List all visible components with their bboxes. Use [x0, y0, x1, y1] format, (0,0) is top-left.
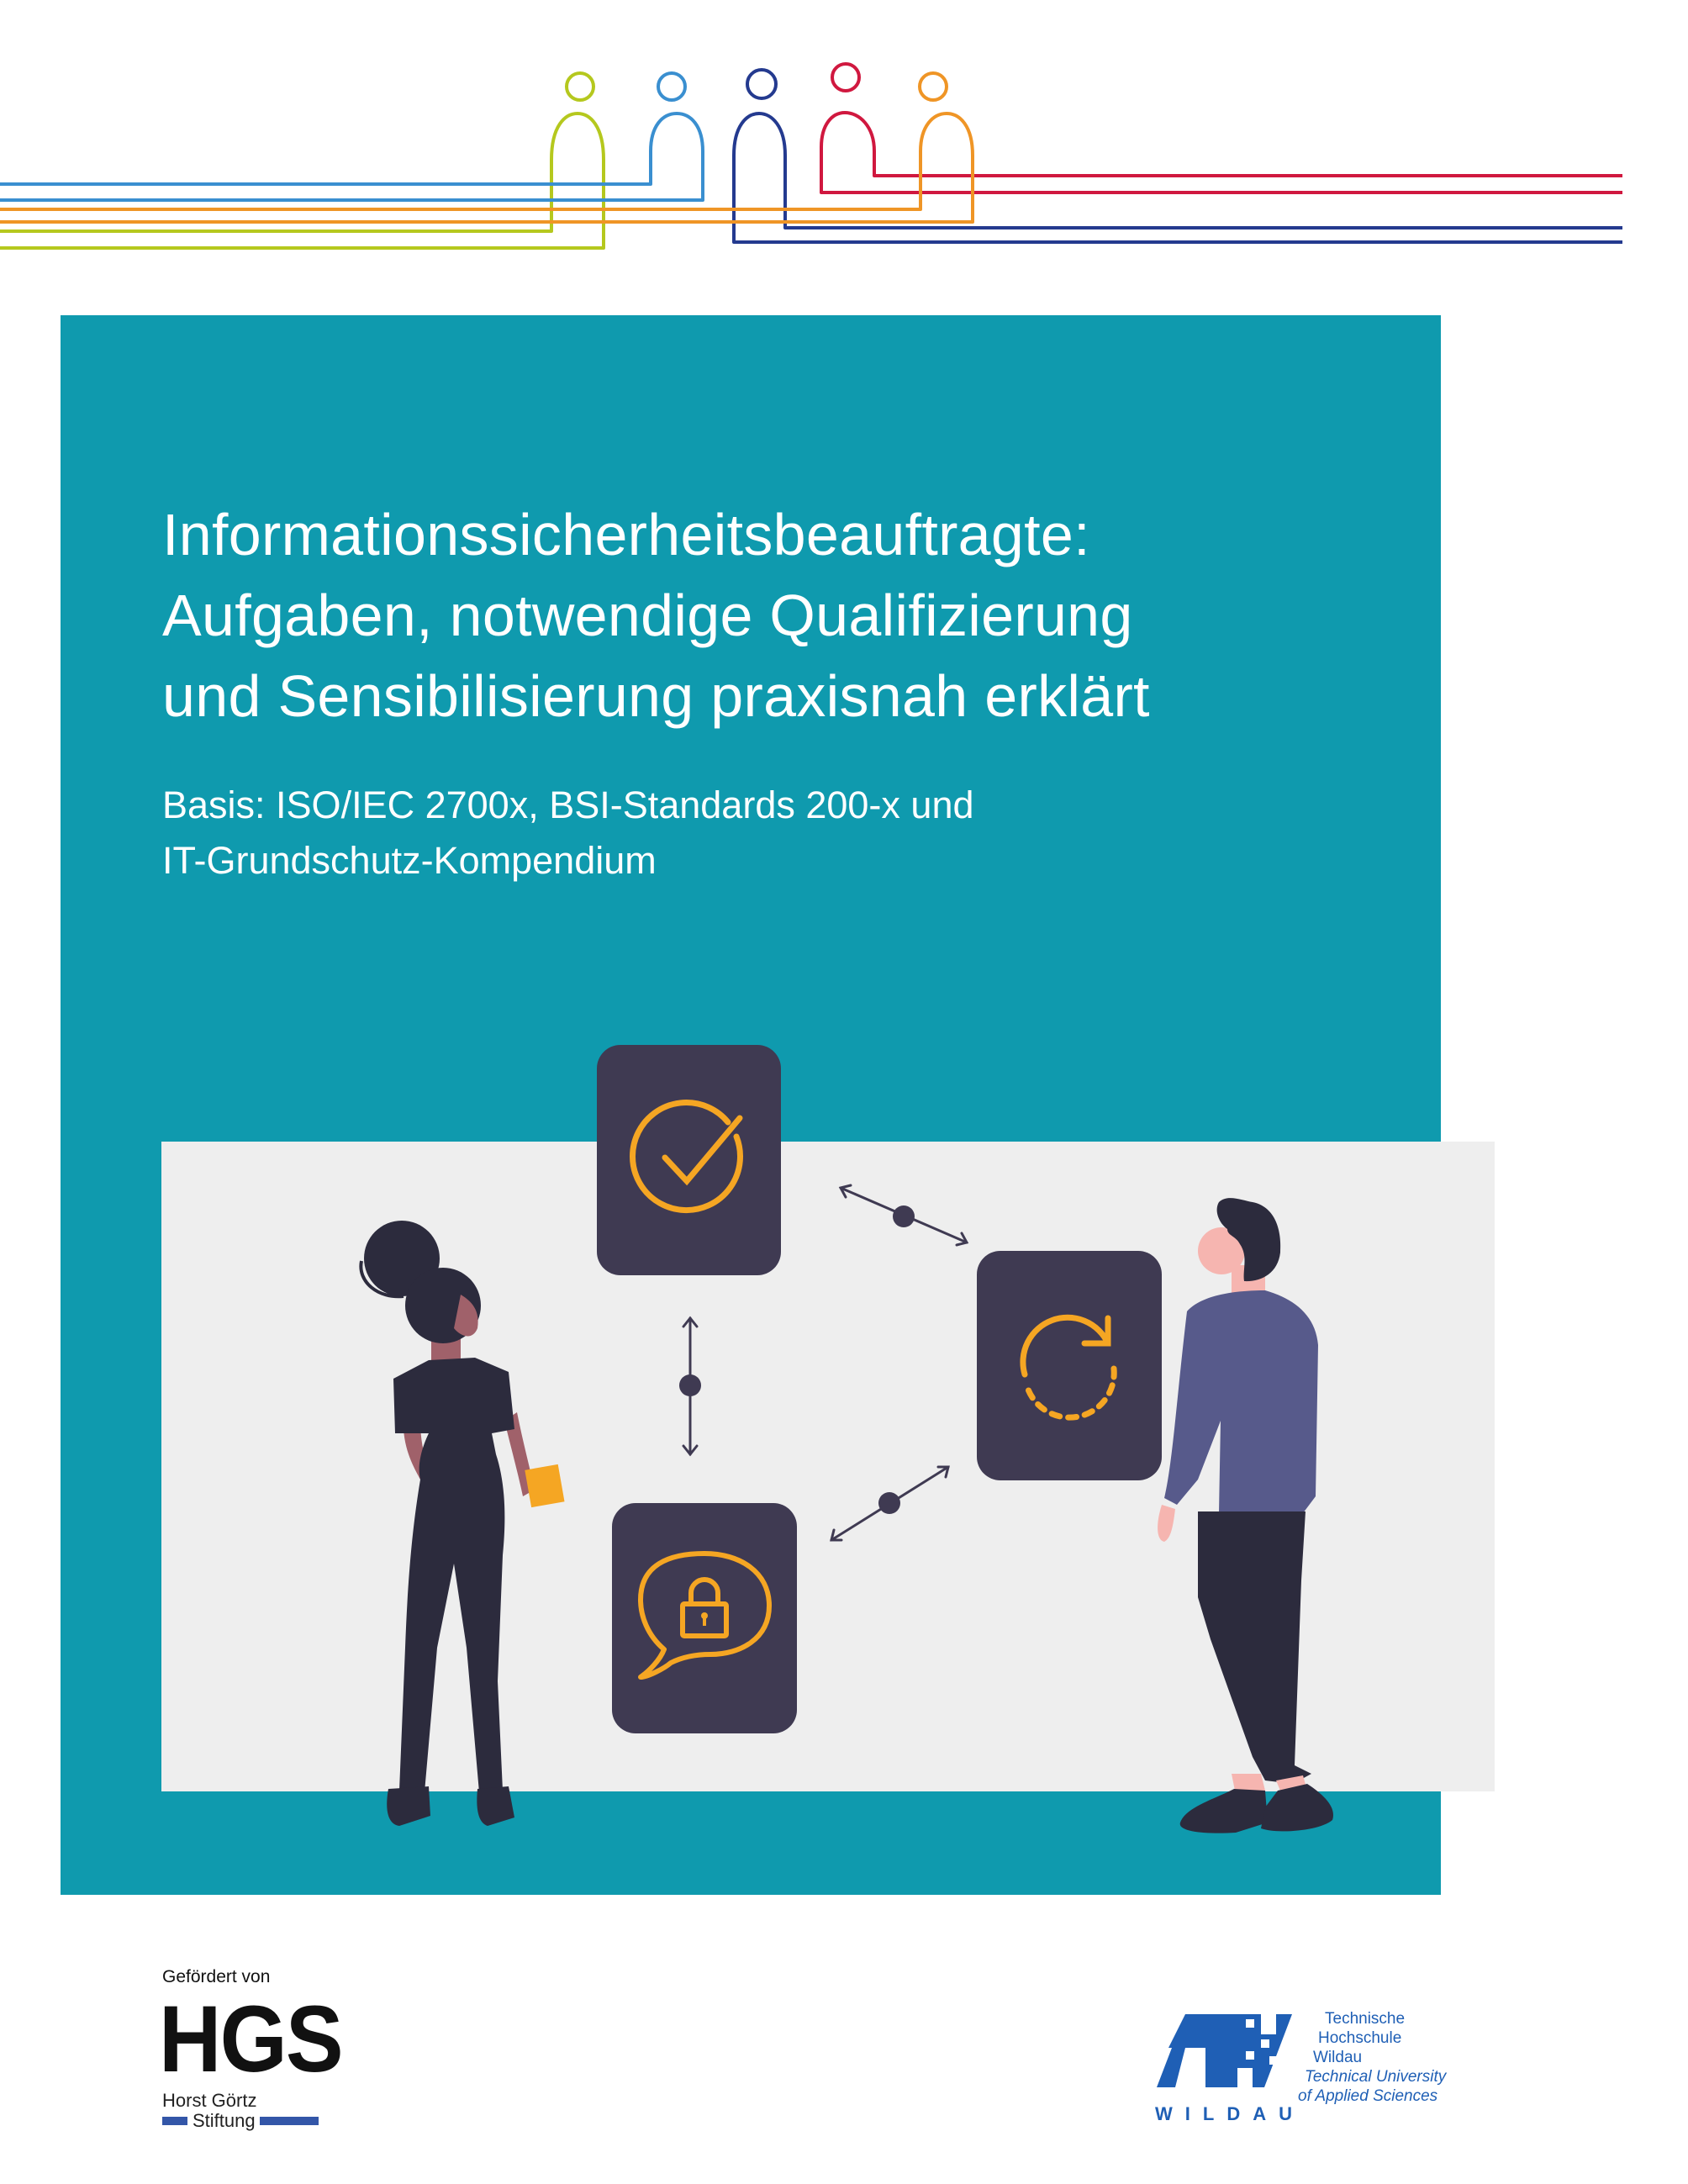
orange-person-icon [0, 71, 974, 224]
university-line-1: Technische [1325, 2010, 1406, 2028]
title-line-1: Informationssicherheitsbeauftragte: [162, 502, 1090, 567]
illustration-background [161, 1142, 1495, 1791]
hgs-bar-left [162, 2117, 187, 2125]
funder-name: Horst Görtz [162, 2090, 257, 2111]
title-line-3: und Sensibilisierung praxisnah erklärt [162, 663, 1150, 729]
lightblue-person-icon [0, 71, 704, 202]
funder-label: Gefördert von [162, 1967, 271, 1986]
university-line-2: Hochschule [1318, 2029, 1402, 2047]
title-line-2: Aufgaben, notwendige Qualifizierung [162, 583, 1133, 648]
document-title: Informationssicherheitsbeauftragte: Aufg… [162, 494, 1406, 736]
funder-stiftung-row: Stiftung [162, 2110, 319, 2131]
university-logo: Technische Hochschule Wildau Technical U… [1153, 2007, 1446, 2125]
university-line-4: Technical University [1305, 2068, 1447, 2086]
university-name: Technische Hochschule Wildau Technical U… [1298, 2009, 1446, 2106]
subtitle-line-2: IT-Grundschutz-Kompendium [162, 839, 657, 882]
green-person-icon [0, 71, 605, 250]
funder-name-2: Stiftung [193, 2110, 256, 2131]
navy-person-icon [732, 68, 1622, 244]
hgs-wordmark: HGS [159, 1986, 344, 2092]
university-line-3: Wildau [1313, 2049, 1363, 2066]
th-wildau-mark-icon [1157, 2014, 1292, 2087]
document-subtitle: Basis: ISO/IEC 2700x, BSI-Standards 200-… [162, 778, 1339, 889]
university-wordmark: WILDAU [1155, 2103, 1305, 2124]
people-line-graphic [0, 62, 1622, 250]
university-line-5: of Applied Sciences [1298, 2087, 1438, 2105]
red-person-icon [820, 62, 1622, 194]
hgs-bar-right [260, 2117, 319, 2125]
funder-logo: Gefördert von HGS Horst Görtz Stiftung [159, 1967, 347, 2135]
subtitle-line-1: Basis: ISO/IEC 2700x, BSI-Standards 200-… [162, 783, 974, 826]
